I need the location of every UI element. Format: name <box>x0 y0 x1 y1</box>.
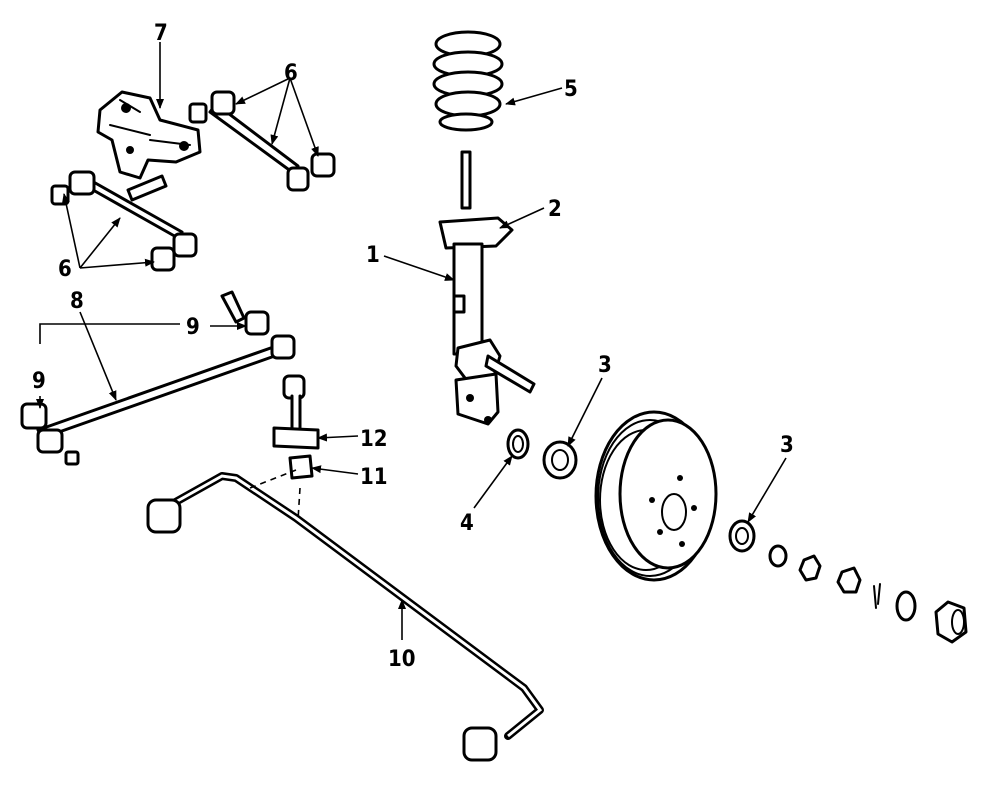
brake-drum <box>594 410 718 582</box>
upper-lateral-link <box>188 90 336 192</box>
castle-nut <box>836 566 862 594</box>
cotter-pin <box>873 583 881 609</box>
grease-cap <box>934 600 968 644</box>
callout-11: 11 <box>360 465 388 490</box>
callout-9-lower: 9 <box>32 369 46 394</box>
inner-bearing <box>542 440 578 480</box>
leader-lines <box>36 42 787 640</box>
mounting-bracket <box>96 90 202 180</box>
callout-10: 10 <box>388 647 416 672</box>
trailing-rod <box>20 290 296 466</box>
stabilizer-bar <box>146 472 544 762</box>
callout-1: 1 <box>366 243 380 268</box>
callout-6-upper: 6 <box>284 61 298 86</box>
callout-7: 7 <box>154 21 168 46</box>
callout-6-lower: 6 <box>58 257 72 282</box>
lower-lateral-link <box>50 170 198 272</box>
stabilizer-link <box>272 374 320 450</box>
callout-4: 4 <box>460 511 474 536</box>
washer <box>768 544 788 568</box>
nut <box>798 554 822 582</box>
callout-8: 8 <box>70 289 84 314</box>
callout-3-inner: 3 <box>598 353 612 378</box>
callout-2: 2 <box>548 197 562 222</box>
seal <box>506 428 530 460</box>
callout-9-upper: 9 <box>186 315 200 340</box>
o-ring <box>895 590 917 622</box>
strut-assembly <box>438 150 536 426</box>
callout-3-outer: 3 <box>780 433 794 458</box>
callout-12: 12 <box>360 427 388 452</box>
pin <box>126 174 168 202</box>
callout-5: 5 <box>564 77 578 102</box>
callout-labels: 1 2 3 3 4 5 6 6 7 8 9 9 10 11 12 <box>32 21 794 672</box>
outer-bearing <box>728 519 756 553</box>
stabilizer-bushing <box>288 454 314 480</box>
coil-spring <box>432 30 504 132</box>
